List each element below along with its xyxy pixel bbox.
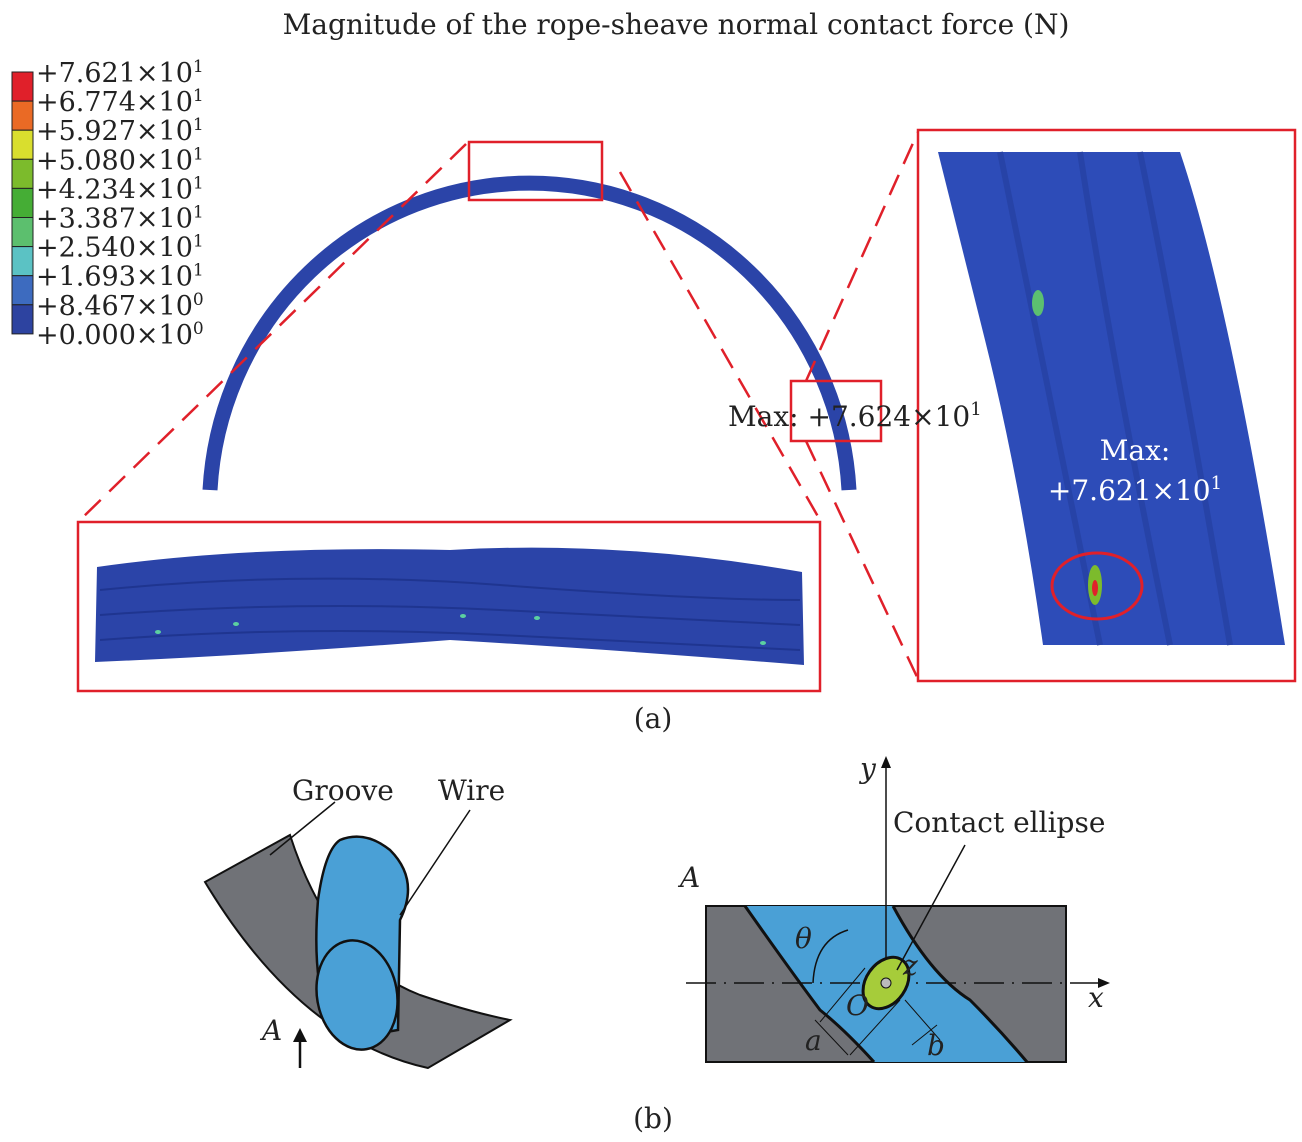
view-label-left: A — [259, 1014, 282, 1047]
legend-label: +4.234×101 — [36, 173, 204, 205]
legend-swatch — [11, 217, 34, 248]
caption-a: (a) — [634, 702, 673, 735]
rope-detail-straight — [95, 547, 804, 665]
legend-swatch — [11, 71, 34, 102]
zoom-max-title: Max: — [1100, 434, 1171, 467]
max-label: Max: +7.624×101 — [728, 399, 982, 433]
color-legend: +7.621×101+6.774×101+5.927×101+5.080×101… — [11, 57, 204, 351]
legend-label: +5.080×101 — [36, 144, 204, 176]
view-label-right: A — [677, 861, 700, 894]
contact-ellipse-label: Contact ellipse — [893, 806, 1105, 839]
legend-label: +6.774×101 — [36, 86, 204, 118]
zoom-boxes — [76, 128, 1297, 693]
zoom-max-value: +7.621×101 — [1048, 473, 1222, 507]
rope-arch — [202, 175, 857, 491]
legend-label: +1.693×101 — [36, 261, 204, 293]
max-highlight-circle — [1050, 551, 1144, 621]
contact-diagram — [686, 756, 1110, 1064]
legend-label: +7.621×101 — [36, 57, 204, 89]
figure-title: Magnitude of the rope-sheave normal cont… — [283, 8, 1070, 41]
detail-box-bottom — [76, 520, 822, 693]
origin-label: O — [846, 989, 869, 1022]
a-label: a — [805, 1024, 822, 1057]
legend-swatch — [11, 304, 34, 335]
legend-swatch — [11, 187, 34, 218]
legend-swatch — [11, 246, 34, 277]
wire-label: Wire — [438, 774, 505, 807]
legend-label: +3.387×101 — [36, 203, 204, 235]
b-label: b — [927, 1029, 945, 1062]
zoom-box-right — [789, 379, 883, 443]
legend-swatch — [11, 275, 34, 306]
rope-detail-zoom — [938, 151, 1285, 646]
legend-label: +2.540×101 — [36, 232, 204, 264]
theta-label: θ — [795, 922, 812, 955]
y-axis-label: y — [858, 752, 877, 785]
legend-swatch — [11, 100, 34, 131]
zoom-box-top — [467, 140, 604, 202]
legend-swatch — [11, 158, 34, 189]
legend-label: +5.927×101 — [36, 115, 204, 147]
x-axis-label: x — [1088, 981, 1104, 1014]
detail-box-right — [916, 128, 1297, 683]
legend-label: +8.467×100 — [36, 290, 204, 322]
groove-wire-sketch — [203, 801, 513, 1070]
z-label: z — [902, 949, 918, 982]
groove-label: Groove — [292, 774, 394, 807]
legend-label: +0.000×100 — [36, 319, 204, 351]
caption-b: (b) — [633, 1102, 673, 1135]
legend-swatch — [11, 129, 34, 160]
